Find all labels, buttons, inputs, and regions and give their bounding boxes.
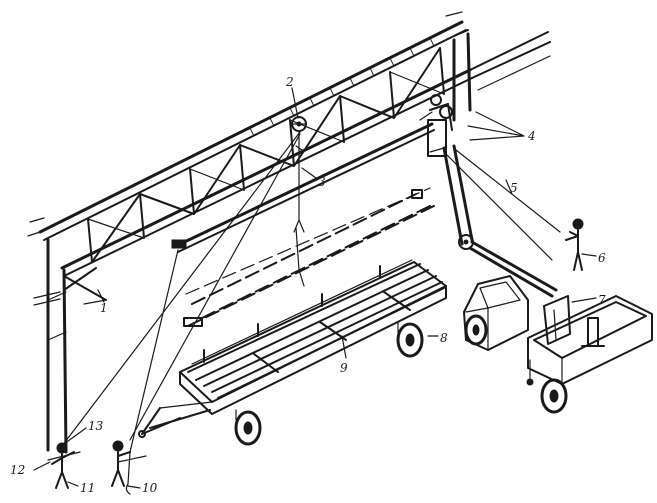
hoist-rail (171, 122, 435, 253)
part-labels: 1 2 3 4 5 6 7 8 9 10 11 12 13 (10, 75, 606, 495)
ropes (47, 131, 561, 463)
label-1: 1 (100, 301, 108, 315)
label-10: 10 (142, 481, 158, 495)
crane-boom (419, 94, 558, 298)
trolley-block (291, 116, 307, 233)
label-5: 5 (510, 181, 518, 195)
load-in-transit (183, 187, 435, 327)
label-12: 12 (10, 463, 25, 477)
hoist-rope (295, 227, 305, 287)
label-7: 7 (598, 293, 606, 307)
label-4: 4 (527, 129, 536, 143)
gantry-truss (27, 11, 551, 277)
trailer (138, 259, 447, 446)
worker-left (51, 442, 75, 489)
label-6: 6 (598, 251, 606, 265)
leader-lines (33, 87, 597, 489)
worker-10 (111, 440, 131, 495)
label-2: 2 (285, 75, 294, 89)
truck (463, 275, 653, 414)
label-3: 3 (318, 175, 326, 189)
left-column (33, 238, 107, 454)
label-9: 9 (340, 361, 348, 375)
label-11: 11 (80, 481, 95, 495)
label-8: 8 (440, 331, 448, 345)
right-column (452, 29, 472, 122)
label-13: 13 (88, 419, 104, 433)
worker-6 (565, 218, 584, 271)
